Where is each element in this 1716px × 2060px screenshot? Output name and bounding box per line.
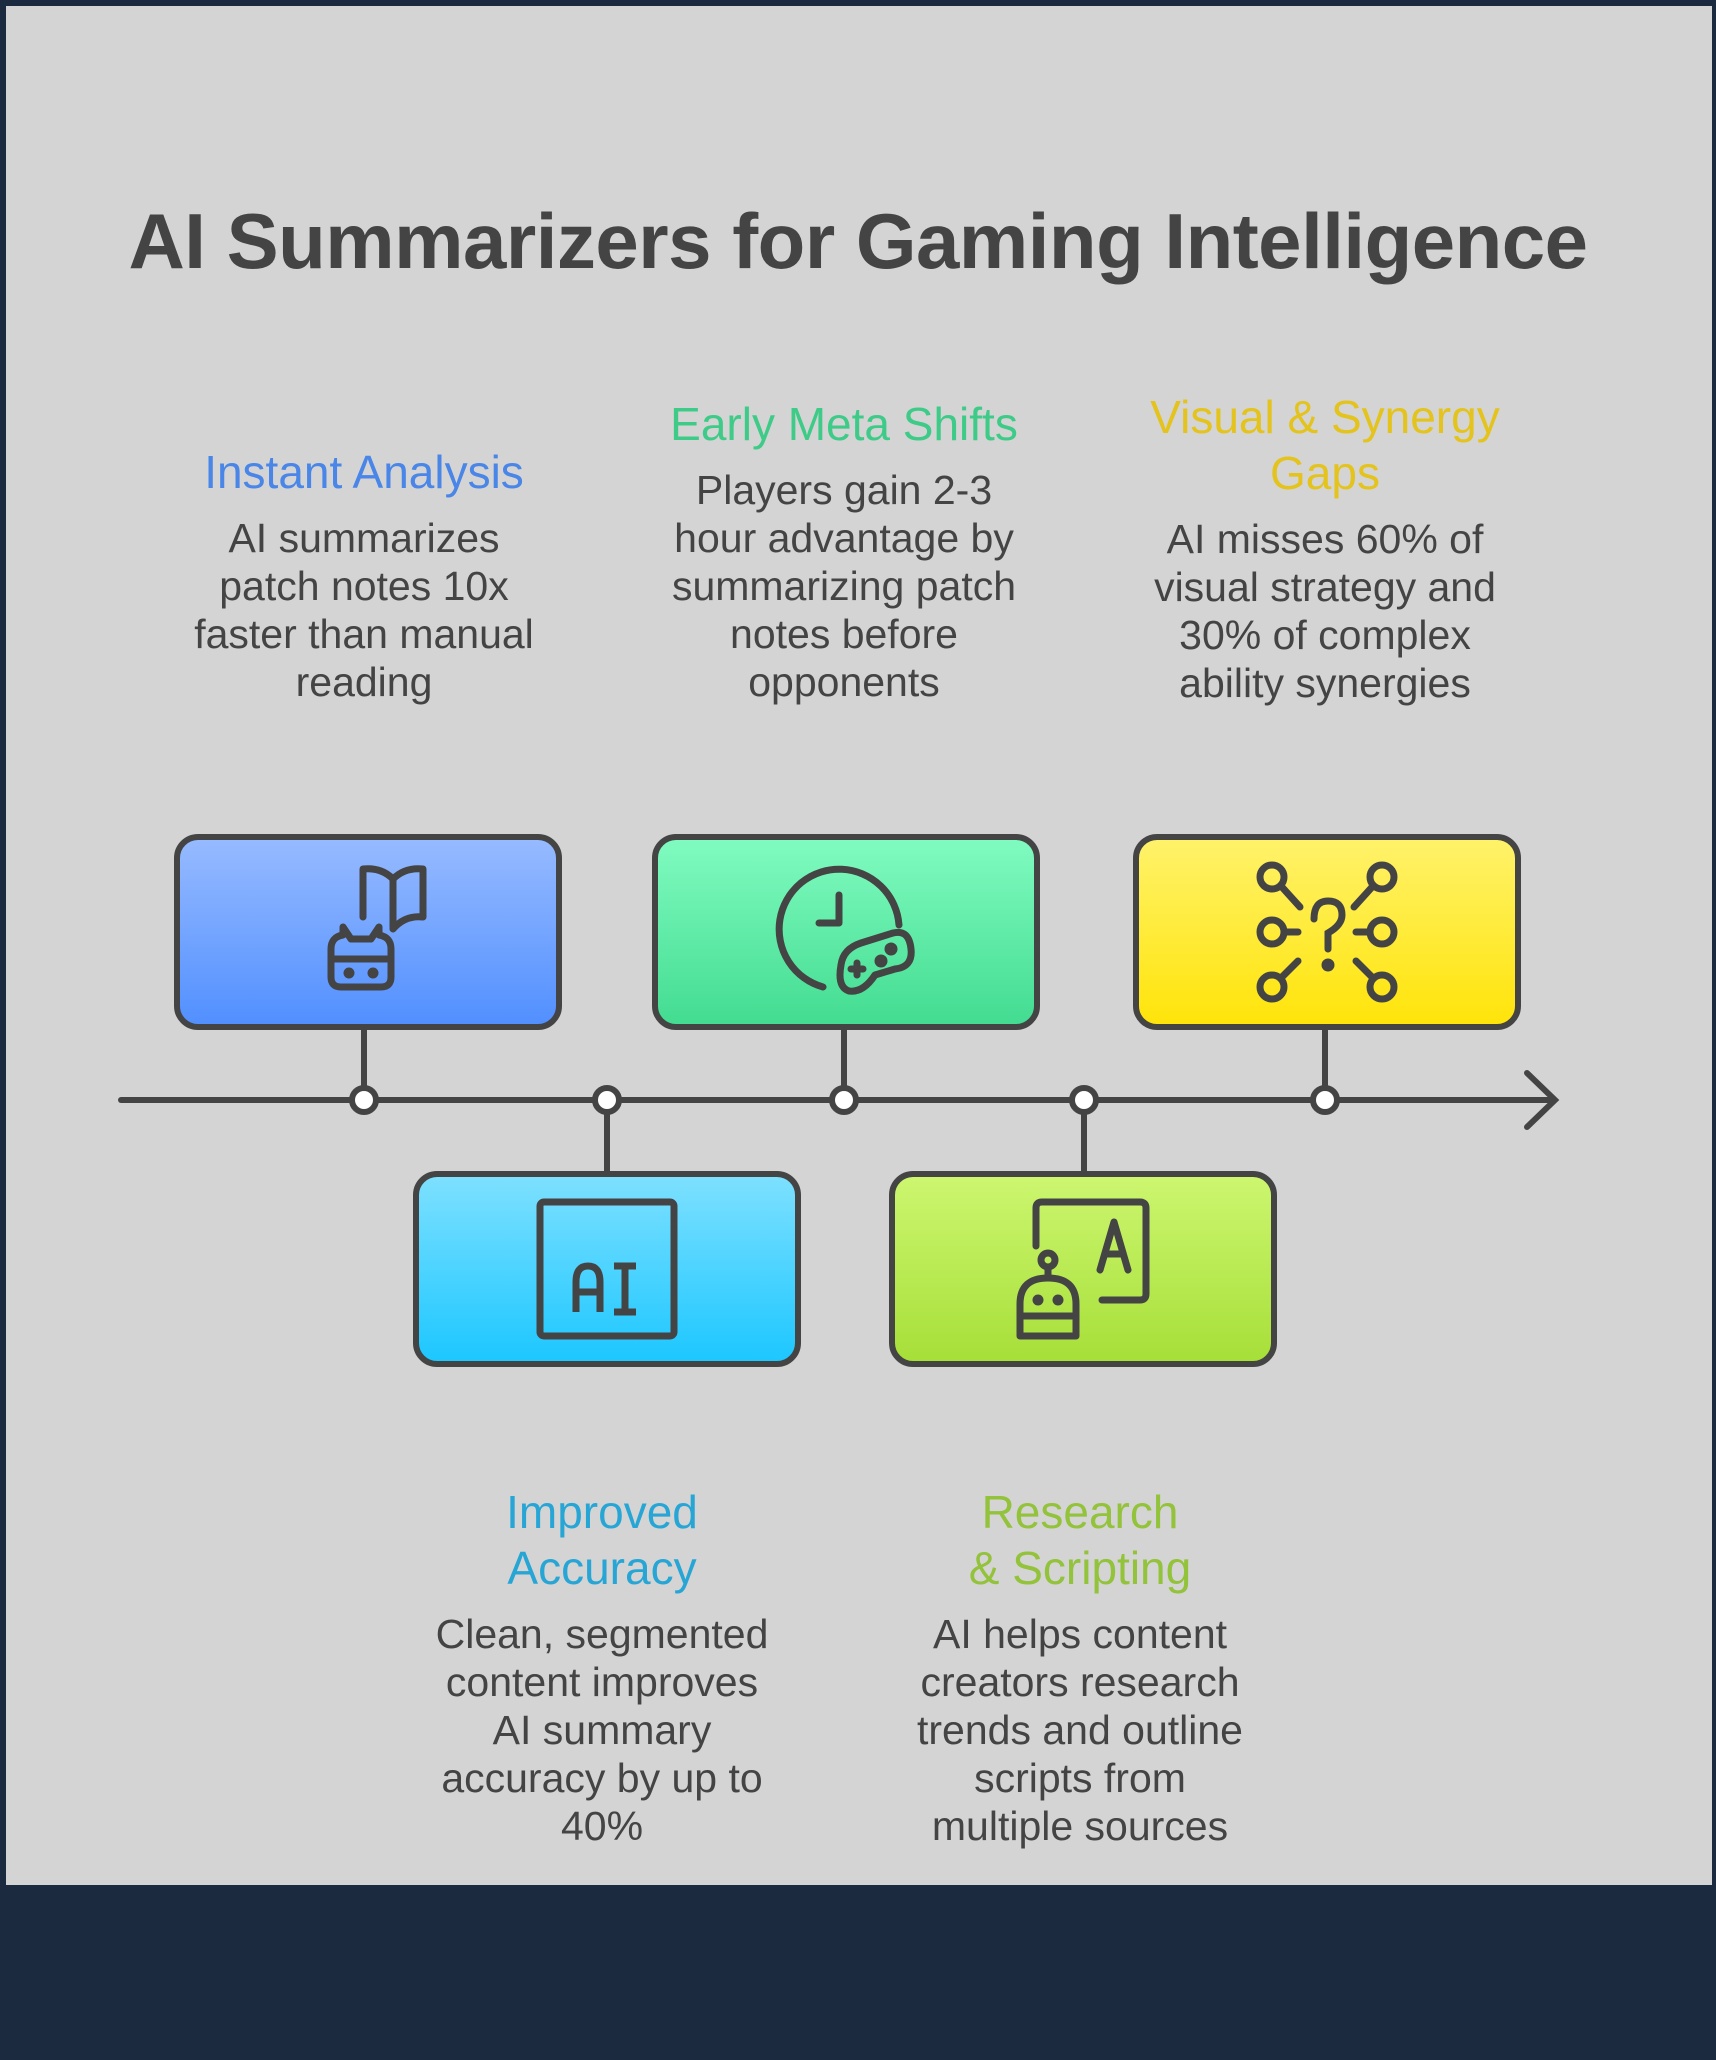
box-research-scripting — [889, 1171, 1277, 1367]
item-heading: Instant Analysis — [204, 446, 524, 498]
item-body: Clean, segmented content improves AI sum… — [435, 1611, 769, 1849]
item-heading: Research & Scripting — [968, 1486, 1192, 1594]
item-visual-synergy-gaps: Visual & Synergy Gaps AI misses 60% of v… — [1135, 389, 1515, 707]
item-improved-accuracy: Improved Accuracy Clean, segmented conte… — [412, 1484, 792, 1850]
item-instant-analysis: Instant Analysis AI summarizes patch not… — [174, 444, 554, 706]
box-instant-analysis — [174, 834, 562, 1030]
box-early-meta-shifts — [652, 834, 1040, 1030]
box-improved-accuracy — [413, 1171, 801, 1367]
item-heading: Visual & Synergy Gaps — [1150, 391, 1500, 499]
item-heading: Early Meta Shifts — [670, 398, 1018, 450]
question-network-icon — [1256, 861, 1398, 1003]
item-body: AI summarizes patch notes 10x faster tha… — [194, 515, 534, 705]
item-heading: Improved Accuracy — [506, 1486, 698, 1594]
item-body: AI misses 60% of visual strategy and 30%… — [1154, 516, 1496, 706]
item-body: Players gain 2-3 hour advantage by summa… — [671, 467, 1017, 705]
item-research-scripting: Research & Scripting AI helps content cr… — [890, 1484, 1270, 1850]
item-early-meta-shifts: Early Meta Shifts Players gain 2-3 hour … — [654, 396, 1034, 706]
clock-gamepad-icon — [775, 865, 915, 995]
page-title: AI Summarizers for Gaming Intelligence — [128, 197, 1588, 285]
robot-book-icon — [327, 865, 427, 991]
timeline-node — [1069, 1085, 1099, 1115]
ai-chip-icon — [536, 1198, 678, 1340]
timeline-node — [829, 1085, 859, 1115]
timeline-node — [592, 1085, 622, 1115]
timeline-node — [1310, 1085, 1340, 1115]
robot-text-icon — [1016, 1198, 1150, 1340]
timeline-node — [349, 1085, 379, 1115]
item-body: AI helps content creators research trend… — [917, 1611, 1243, 1849]
box-visual-synergy-gaps — [1133, 834, 1521, 1030]
timeline-arrowhead — [1524, 1070, 1560, 1130]
